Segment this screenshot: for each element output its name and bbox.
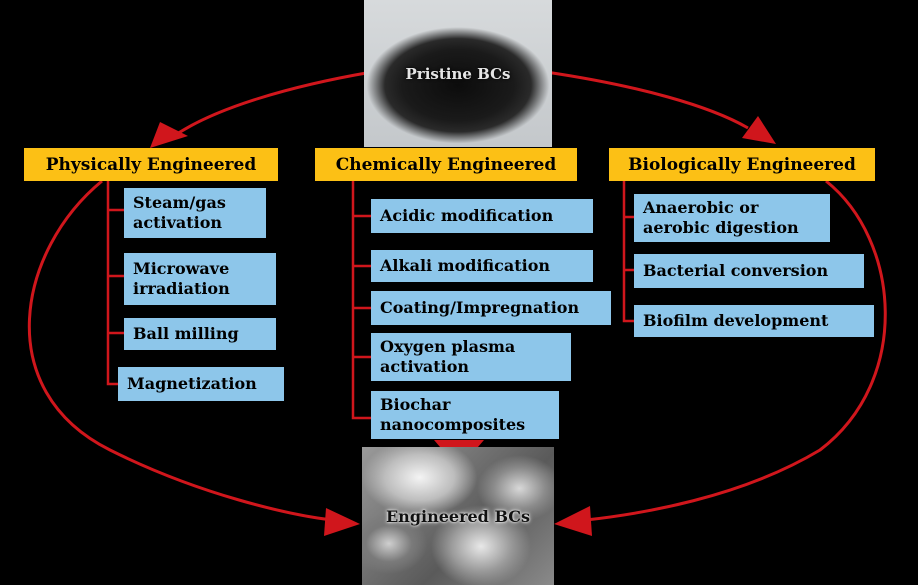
engineered-bcs-label: Engineered BCs (385, 506, 530, 526)
item-text-line: Ball milling (133, 324, 239, 343)
arrowhead-physical (150, 122, 188, 148)
item-text-line: nanocomposites (380, 415, 526, 434)
arrowhead-biological (742, 116, 776, 144)
pristine-bcs-label: Pristine BCs (405, 64, 511, 83)
item-text-line: irradiation (133, 279, 230, 298)
item-text-line: activation (133, 213, 223, 232)
arrowhead-left-engineered (324, 508, 360, 536)
chemical-item: Acidic modification (371, 199, 593, 233)
curve-biological-to-engineered (585, 179, 887, 522)
chemical-connector (351, 181, 371, 420)
item-text-line: Anaerobic or (643, 198, 759, 217)
physically-engineered-header: Physically Engineered (24, 148, 278, 181)
item-text-line: activation (380, 357, 470, 376)
biological-item: Bacterial conversion (634, 254, 864, 288)
chemically-engineered-header: Chemically Engineered (315, 148, 577, 181)
item-text-line: Acidic modification (380, 206, 554, 225)
physical-item: Magnetization (118, 367, 284, 401)
physical-item: Ball milling (124, 318, 276, 350)
biological-item: Biofilm development (634, 305, 874, 337)
biologically-engineered-header: Biologically Engineered (609, 148, 875, 181)
pristine-bcs-image: Pristine BCs (364, 0, 552, 147)
item-text-line: Oxygen plasma (380, 337, 516, 356)
arrow-to-biological (545, 70, 749, 130)
item-text-line: aerobic digestion (643, 218, 799, 237)
item-text-line: Magnetization (127, 374, 257, 393)
physical-connector (106, 181, 124, 386)
arrowhead-right-engineered (554, 506, 592, 536)
item-text-line: Coating/Impregnation (380, 298, 580, 317)
item-text-line: Biofilm development (643, 311, 829, 330)
chemical-item: Coating/Impregnation (371, 291, 611, 325)
item-text-line: Bacterial conversion (643, 261, 829, 280)
item-text-line: Steam/gas (133, 193, 226, 212)
item-text-line: Alkali modification (380, 256, 551, 275)
item-text-line: Biochar (380, 395, 451, 414)
arrow-to-physical (173, 70, 373, 138)
chemical-item: Alkali modification (371, 250, 593, 282)
engineered-bcs-image: Engineered BCs (362, 447, 554, 585)
item-text-line: Microwave (133, 259, 230, 278)
biological-connector (622, 181, 634, 323)
curve-physical-to-engineered (28, 179, 333, 522)
